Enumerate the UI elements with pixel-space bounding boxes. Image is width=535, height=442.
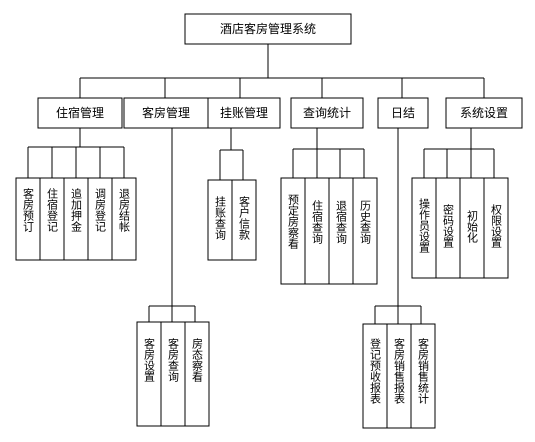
leaf-label: 客房预订 [22,187,35,232]
leaf-label: 预定房察看 [287,194,300,250]
leaf-label: 权限设置 [490,204,503,248]
leaf-node: 初始化 [459,177,485,279]
leaf-node: 挂账查询 [207,179,233,261]
leaf-label: 历史查询 [359,200,372,245]
leaf-node: 退房结帐 [111,177,137,261]
leaf-label: 操作员设置 [418,197,431,253]
module-label: 日结 [391,106,415,120]
module-label: 系统设置 [460,106,508,120]
leaf-node: 房态察看 [184,321,210,427]
leaf-node: 密码设置 [435,177,461,279]
leaf-label: 初始化 [466,209,479,244]
leaf-node: 调房登记 [87,177,113,261]
module-node-6: 系统设置 [445,97,523,129]
leaf-label: 调房登记 [94,188,107,232]
leaf-label: 退房结帐 [118,188,131,233]
leaf-label: 密码设置 [442,203,455,248]
leaf-label: 挂账查询 [214,195,227,241]
leaf-label: 登记预收报表 [369,337,382,405]
module-node-2: 客房管理 [123,97,209,129]
leaf-label: 退宿查询 [335,200,348,245]
module-label: 住宿管理 [56,105,104,120]
leaf-node: 客房预订 [15,177,41,261]
leaf-node: 权限设置 [483,177,509,279]
leaf-node: 客房设置 [136,321,162,427]
module-label: 查询统计 [303,106,351,120]
leaf-label: 客房销售统计 [417,337,430,405]
leaf-label: 房态察看 [191,338,204,383]
leaf-node: 住宿查询 [304,177,330,285]
leaf-node: 历史查询 [352,177,378,285]
leaf-node: 退宿查询 [328,177,354,285]
module-node-3: 挂账管理 [207,97,281,129]
module-label: 挂账管理 [220,105,268,120]
leaf-node: 客房销售统计 [410,323,436,429]
module-node-4: 查询统计 [290,97,364,129]
leaf-node: 登记预收报表 [362,323,388,429]
leaf-node: 操作员设置 [411,177,437,279]
leaf-label: 客房查询 [167,337,180,383]
module-label: 客房管理 [142,105,190,120]
leaf-label: 住宿查询 [311,199,324,245]
connectors [27,44,495,324]
leaf-node: 预定房察看 [280,177,306,285]
leaf-label: 住宿登记 [46,187,59,232]
module-node-5: 日结 [377,97,429,129]
leaf-label: 客户信款 [238,195,251,241]
root-label: 酒店客房管理系统 [220,21,316,36]
leaf-label: 客房设置 [143,337,156,382]
leaf-node: 客户信款 [231,179,257,261]
leaf-node: 客房查询 [160,321,186,427]
root-node: 酒店客房管理系统 [184,13,352,45]
leaf-node: 住宿登记 [39,177,65,261]
leaf-label: 追加押金 [70,187,83,232]
module-node-1: 住宿管理 [37,97,123,129]
leaf-node: 客房销售报表 [386,323,412,429]
leaf-node: 追加押金 [63,177,89,261]
leaf-label: 客房销售报表 [393,337,406,405]
